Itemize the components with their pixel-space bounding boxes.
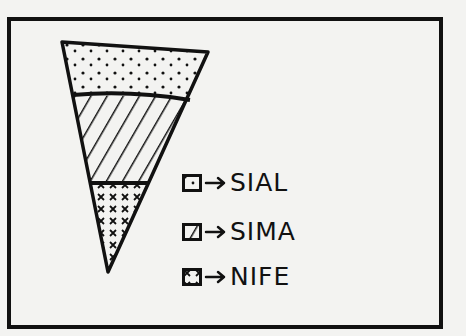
legend-row: NIFE bbox=[182, 262, 290, 292]
legend-swatch bbox=[182, 223, 202, 241]
layer-boundary bbox=[90, 181, 148, 185]
frame bbox=[9, 19, 441, 327]
legend-label: SIMA bbox=[230, 217, 296, 247]
legend-row: SIMA bbox=[182, 217, 296, 247]
legend-row: SIAL bbox=[182, 168, 288, 198]
legend-swatch bbox=[182, 174, 202, 192]
legend-arrow bbox=[202, 268, 230, 286]
legend-swatch bbox=[182, 268, 202, 286]
wedge-outline bbox=[62, 42, 208, 272]
legend-label: SIAL bbox=[230, 168, 288, 198]
legend-arrow bbox=[202, 223, 230, 241]
sima-layer bbox=[73, 95, 189, 183]
layer-boundary bbox=[73, 93, 190, 100]
legend-label: NIFE bbox=[230, 262, 290, 292]
legend-arrow bbox=[202, 174, 230, 192]
